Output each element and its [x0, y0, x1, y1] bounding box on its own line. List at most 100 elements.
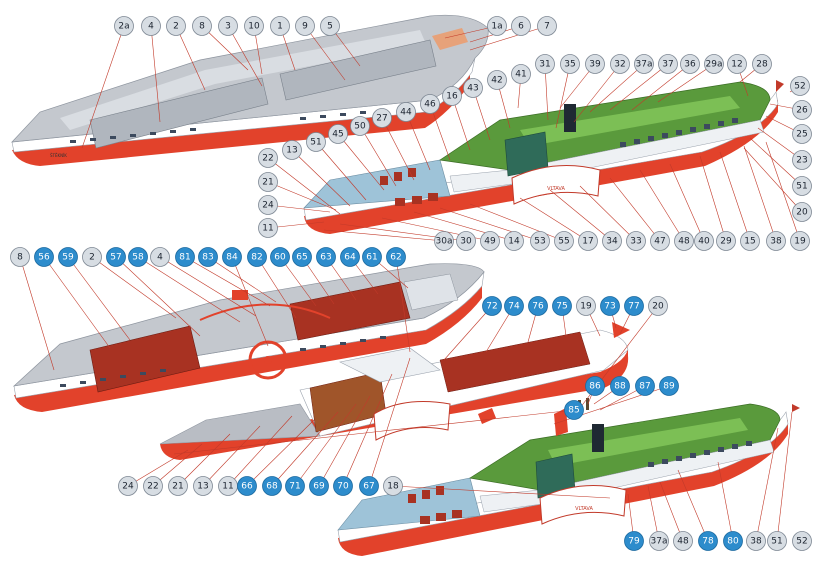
- part-badge-78: 78: [698, 531, 718, 551]
- badge-number: 24: [262, 201, 274, 211]
- badge-number: 38: [770, 237, 782, 247]
- ship2-paddle-box: [511, 165, 601, 205]
- badge-circle: [767, 531, 787, 551]
- badge-circle: [270, 16, 290, 36]
- badge-circle: [258, 172, 278, 192]
- ship2-green-roof-light: [520, 96, 740, 146]
- badge-circle: [295, 16, 315, 36]
- ship3-engine: [232, 290, 248, 300]
- part-badge-57: 57: [106, 247, 126, 267]
- ship3-bow-interior: [403, 273, 459, 311]
- leader-line: [294, 403, 357, 487]
- part-badge-2: 2: [166, 16, 186, 36]
- badge-circle: [576, 296, 596, 316]
- badge-number: 79: [628, 537, 640, 547]
- badge-number: 77: [628, 302, 639, 312]
- part-badge-30a: 30a: [434, 231, 454, 251]
- leader-line: [318, 395, 371, 487]
- badge-circle: [383, 476, 403, 496]
- badge-circle: [504, 231, 524, 251]
- leader-line: [549, 189, 613, 242]
- part-badge-60: 60: [270, 247, 290, 267]
- badge-circle: [511, 64, 531, 84]
- leader-line: [267, 157, 341, 215]
- part-badge-83: 83: [198, 247, 218, 267]
- badge-number: 9: [302, 22, 308, 32]
- leader-line: [231, 256, 269, 347]
- part-badge-17: 17: [578, 231, 598, 251]
- badge-circle: [585, 376, 605, 396]
- badge-circle: [333, 476, 353, 496]
- hull-top-cabin-right: [279, 39, 437, 101]
- ship5-mast-flag: [792, 404, 800, 412]
- badge-number: 72: [486, 302, 497, 312]
- part-badge-6: 6: [511, 16, 531, 36]
- badge-number: 13: [197, 482, 208, 492]
- part-badge-53: 53: [530, 231, 550, 251]
- badge-circle: [34, 247, 54, 267]
- badge-number: 7: [544, 22, 550, 32]
- part-badge-13: 13: [282, 140, 302, 160]
- badge-circle: [610, 54, 630, 74]
- part-badge-37: 37: [658, 54, 678, 74]
- badge-number: 55: [558, 237, 569, 247]
- badge-circle: [316, 247, 336, 267]
- badge-circle: [624, 296, 644, 316]
- badge-number: 58: [132, 253, 144, 263]
- part-badge-29a: 29a: [704, 54, 724, 74]
- badge-circle: [792, 531, 812, 551]
- badge-circle: [386, 247, 406, 267]
- leader-line: [19, 256, 55, 371]
- badge-circle: [168, 476, 188, 496]
- part-badge-28: 28: [752, 54, 772, 74]
- badge-circle: [552, 296, 572, 316]
- badge-circle: [198, 247, 218, 267]
- part-badge-34: 34: [602, 231, 622, 251]
- badge-number: 2a: [118, 22, 129, 32]
- badge-circle: [674, 231, 694, 251]
- part-badge-86: 86: [585, 376, 605, 396]
- ship2-benches: [380, 168, 438, 206]
- leader-line: [609, 177, 661, 242]
- badge-number: 30: [460, 237, 472, 247]
- badge-circle: [694, 231, 714, 251]
- part-badge-75: 75: [552, 296, 572, 316]
- leader-line: [392, 485, 611, 499]
- ship2-name-plate: VLTAVA: [547, 186, 565, 192]
- leader-line: [91, 256, 177, 319]
- part-badge-67: 67: [359, 476, 379, 496]
- ship-upper-center: [159, 322, 630, 460]
- badge-number: 61: [366, 253, 377, 263]
- ship3-interior-fore: [89, 325, 201, 393]
- leader-line: [743, 147, 803, 213]
- badge-number: 23: [796, 156, 807, 166]
- part-badge-5: 5: [320, 16, 340, 36]
- badge-number: 4: [148, 22, 154, 32]
- ship4-upper-frame: [339, 347, 441, 383]
- badge-number: 37a: [636, 60, 653, 70]
- ship3-windows: [60, 336, 386, 387]
- part-badge-70: 70: [333, 476, 353, 496]
- leader-line: [639, 169, 685, 242]
- part-badge-36: 36: [680, 54, 700, 74]
- part-badge-2: 2: [82, 247, 102, 267]
- badge-number: 45: [332, 130, 343, 140]
- badge-number: 62: [390, 253, 401, 263]
- badge-circle: [740, 231, 760, 251]
- part-badge-46: 46: [420, 94, 440, 114]
- part-badge-32: 32: [610, 54, 630, 74]
- badge-circle: [723, 531, 743, 551]
- badge-circle: [528, 296, 548, 316]
- part-badge-84: 84: [222, 247, 242, 267]
- leader-line: [743, 145, 777, 242]
- ship-hull-top: ŠTĚKNÍK: [11, 14, 489, 166]
- badge-circle: [244, 16, 264, 36]
- badge-circle: [141, 16, 161, 36]
- badge-number: 53: [534, 237, 545, 247]
- badge-number: 29: [720, 237, 732, 247]
- leader-line: [573, 63, 621, 123]
- leader-line: [43, 256, 111, 349]
- part-badge-64: 64: [340, 247, 360, 267]
- leader-line: [469, 25, 548, 51]
